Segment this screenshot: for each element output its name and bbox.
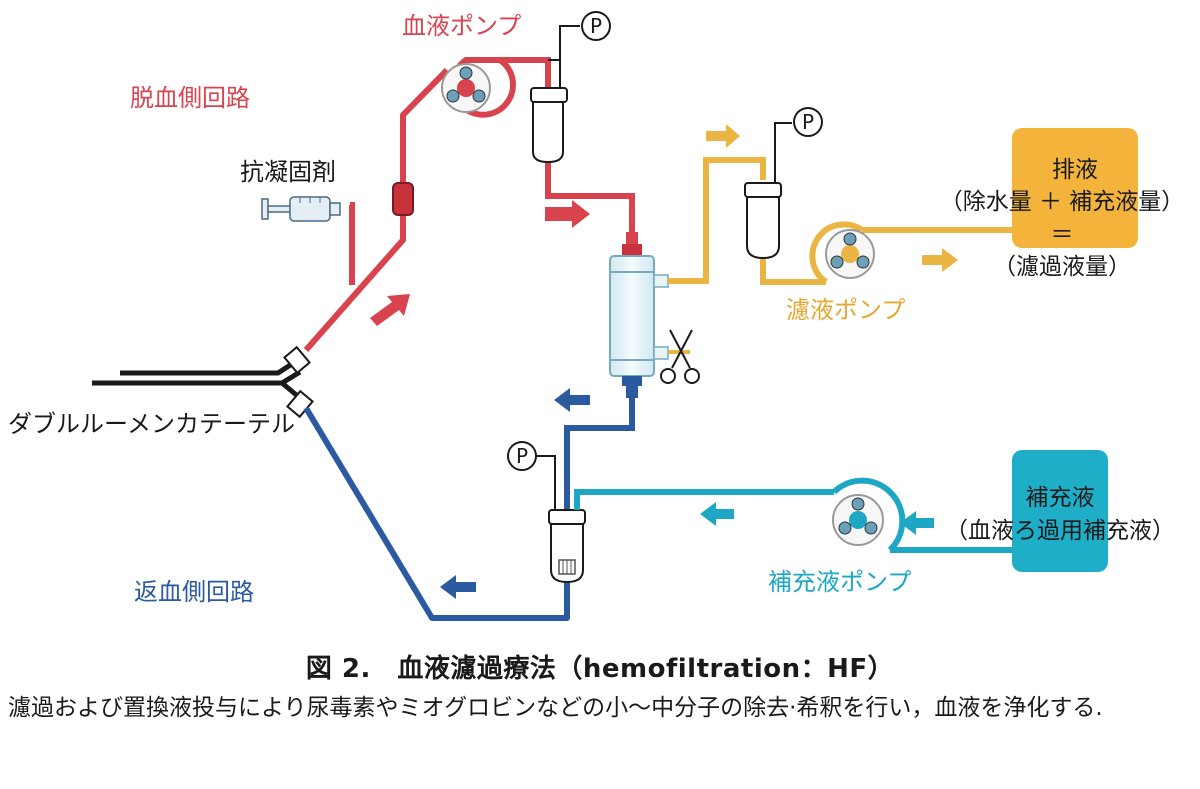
filtrate-line <box>668 124 1012 285</box>
hemofilter <box>609 232 669 398</box>
substitution-subtitle: （血液ろ過用補充液） <box>945 518 1175 544</box>
venous-line <box>303 388 635 621</box>
filtrate-pump-label: 濾液ポンプ <box>786 296 905 324</box>
drain-box <box>1012 128 1138 248</box>
pressure-gauge-venous: P <box>516 444 528 468</box>
double-lumen-catheter <box>92 345 314 419</box>
blood-pump <box>441 57 516 118</box>
drain-title: 排液 <box>1052 157 1098 183</box>
catheter-connector-arterial <box>283 345 311 375</box>
filtrate-pump <box>809 221 875 285</box>
syringe-icon <box>261 196 341 222</box>
arterial-drip-chamber <box>530 11 611 164</box>
anticoagulant-label: 抗凝固剤 <box>240 158 336 186</box>
drain-formula-line1: （除水量 ＋ 補充液量） <box>940 189 1185 215</box>
venous-drip-chamber <box>507 441 586 584</box>
filtrate-drip-chamber <box>744 107 823 260</box>
flow-arrow-red <box>370 200 590 326</box>
pressure-gauge-filtrate: P <box>802 110 814 134</box>
pressure-gauge-arterial: P <box>590 14 602 38</box>
substitution-line <box>574 489 1012 553</box>
figure-caption-title: 図 2. 血液濾過療法（hemofiltration：HF） <box>305 654 895 684</box>
substitution-pump-label: 補充液ポンプ <box>768 568 911 596</box>
arterial-chamber <box>392 182 414 216</box>
blood-pump-label: 血液ポンプ <box>402 12 521 40</box>
substitution-title: 補充液 <box>1026 485 1095 511</box>
arterial-line-label: 脱血側回路 <box>130 84 250 112</box>
drain-formula-line3: （濾過液量） <box>993 254 1131 280</box>
scissors-icon <box>660 329 700 384</box>
substitution-pump <box>831 477 906 553</box>
figure-caption-body: 濾過および置換液投与により尿毒素やミオグロビンなどの小〜中分子の除去·希釈を行い… <box>8 695 1103 721</box>
drain-formula-equals: ＝ <box>1051 222 1074 248</box>
venous-line-label: 返血側回路 <box>134 578 254 606</box>
hemofiltration-diagram: 血液ポンプ 脱血側回路 抗凝固剤 ダブルルーメンカテーテル 返血側回路 濾液ポン… <box>8 11 1185 621</box>
substitution-box <box>1012 450 1108 572</box>
catheter-label: ダブルルーメンカテーテル <box>8 410 295 438</box>
